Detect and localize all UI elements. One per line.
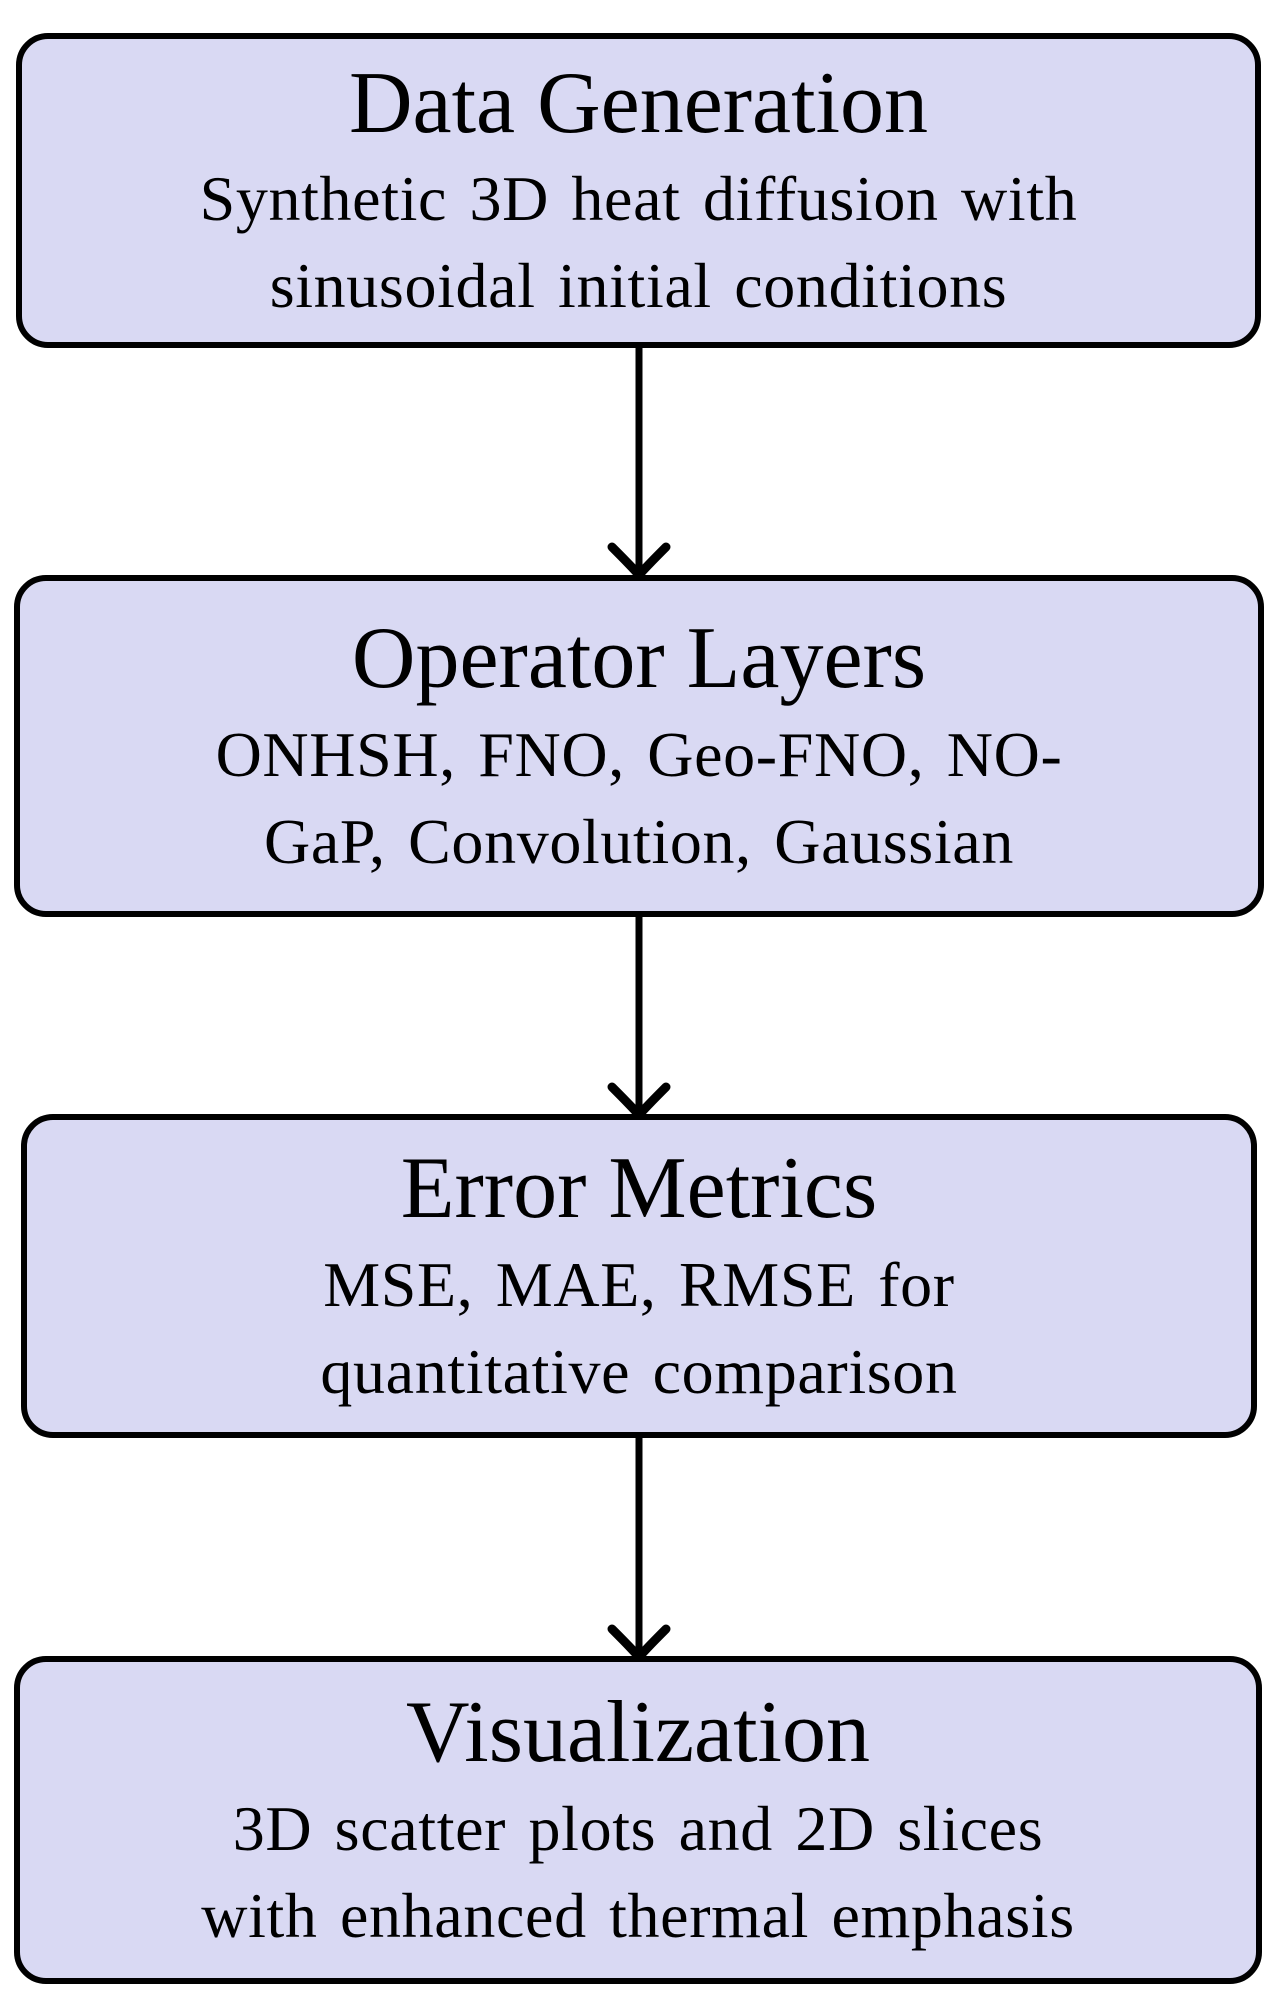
- flow-node-visualization: Visualization 3D scatter plots and 2D sl…: [14, 1656, 1262, 1984]
- node-title: Error Metrics: [400, 1140, 878, 1238]
- node-title: Operator Layers: [351, 610, 927, 708]
- down-arrow-icon: [607, 1436, 671, 1660]
- node-body-line: sinusoidal initial conditions: [269, 250, 1008, 322]
- down-arrow-icon: [607, 346, 671, 578]
- node-body-line: Synthetic 3D heat diffusion with: [199, 163, 1078, 235]
- node-title: Data Generation: [348, 54, 929, 152]
- node-body-line: with enhanced thermal emphasis: [201, 1879, 1075, 1951]
- node-body-line: GaP, Convolution, Gaussian: [264, 805, 1014, 877]
- down-arrow-icon: [607, 915, 671, 1118]
- flow-node-operator-layers: Operator Layers ONHSH, FNO, Geo-FNO, NO-…: [14, 575, 1264, 917]
- node-body-line: MSE, MAE, RMSE for: [323, 1248, 955, 1320]
- node-body-line: 3D scatter plots and 2D slices: [232, 1792, 1044, 1864]
- flow-node-data-generation: Data Generation Synthetic 3D heat diffus…: [16, 33, 1261, 348]
- flow-node-error-metrics: Error Metrics MSE, MAE, RMSE for quantit…: [21, 1114, 1257, 1438]
- node-body-line: quantitative comparison: [320, 1335, 958, 1407]
- node-body-line: ONHSH, FNO, Geo-FNO, NO-: [215, 718, 1063, 790]
- node-title: Visualization: [406, 1684, 870, 1782]
